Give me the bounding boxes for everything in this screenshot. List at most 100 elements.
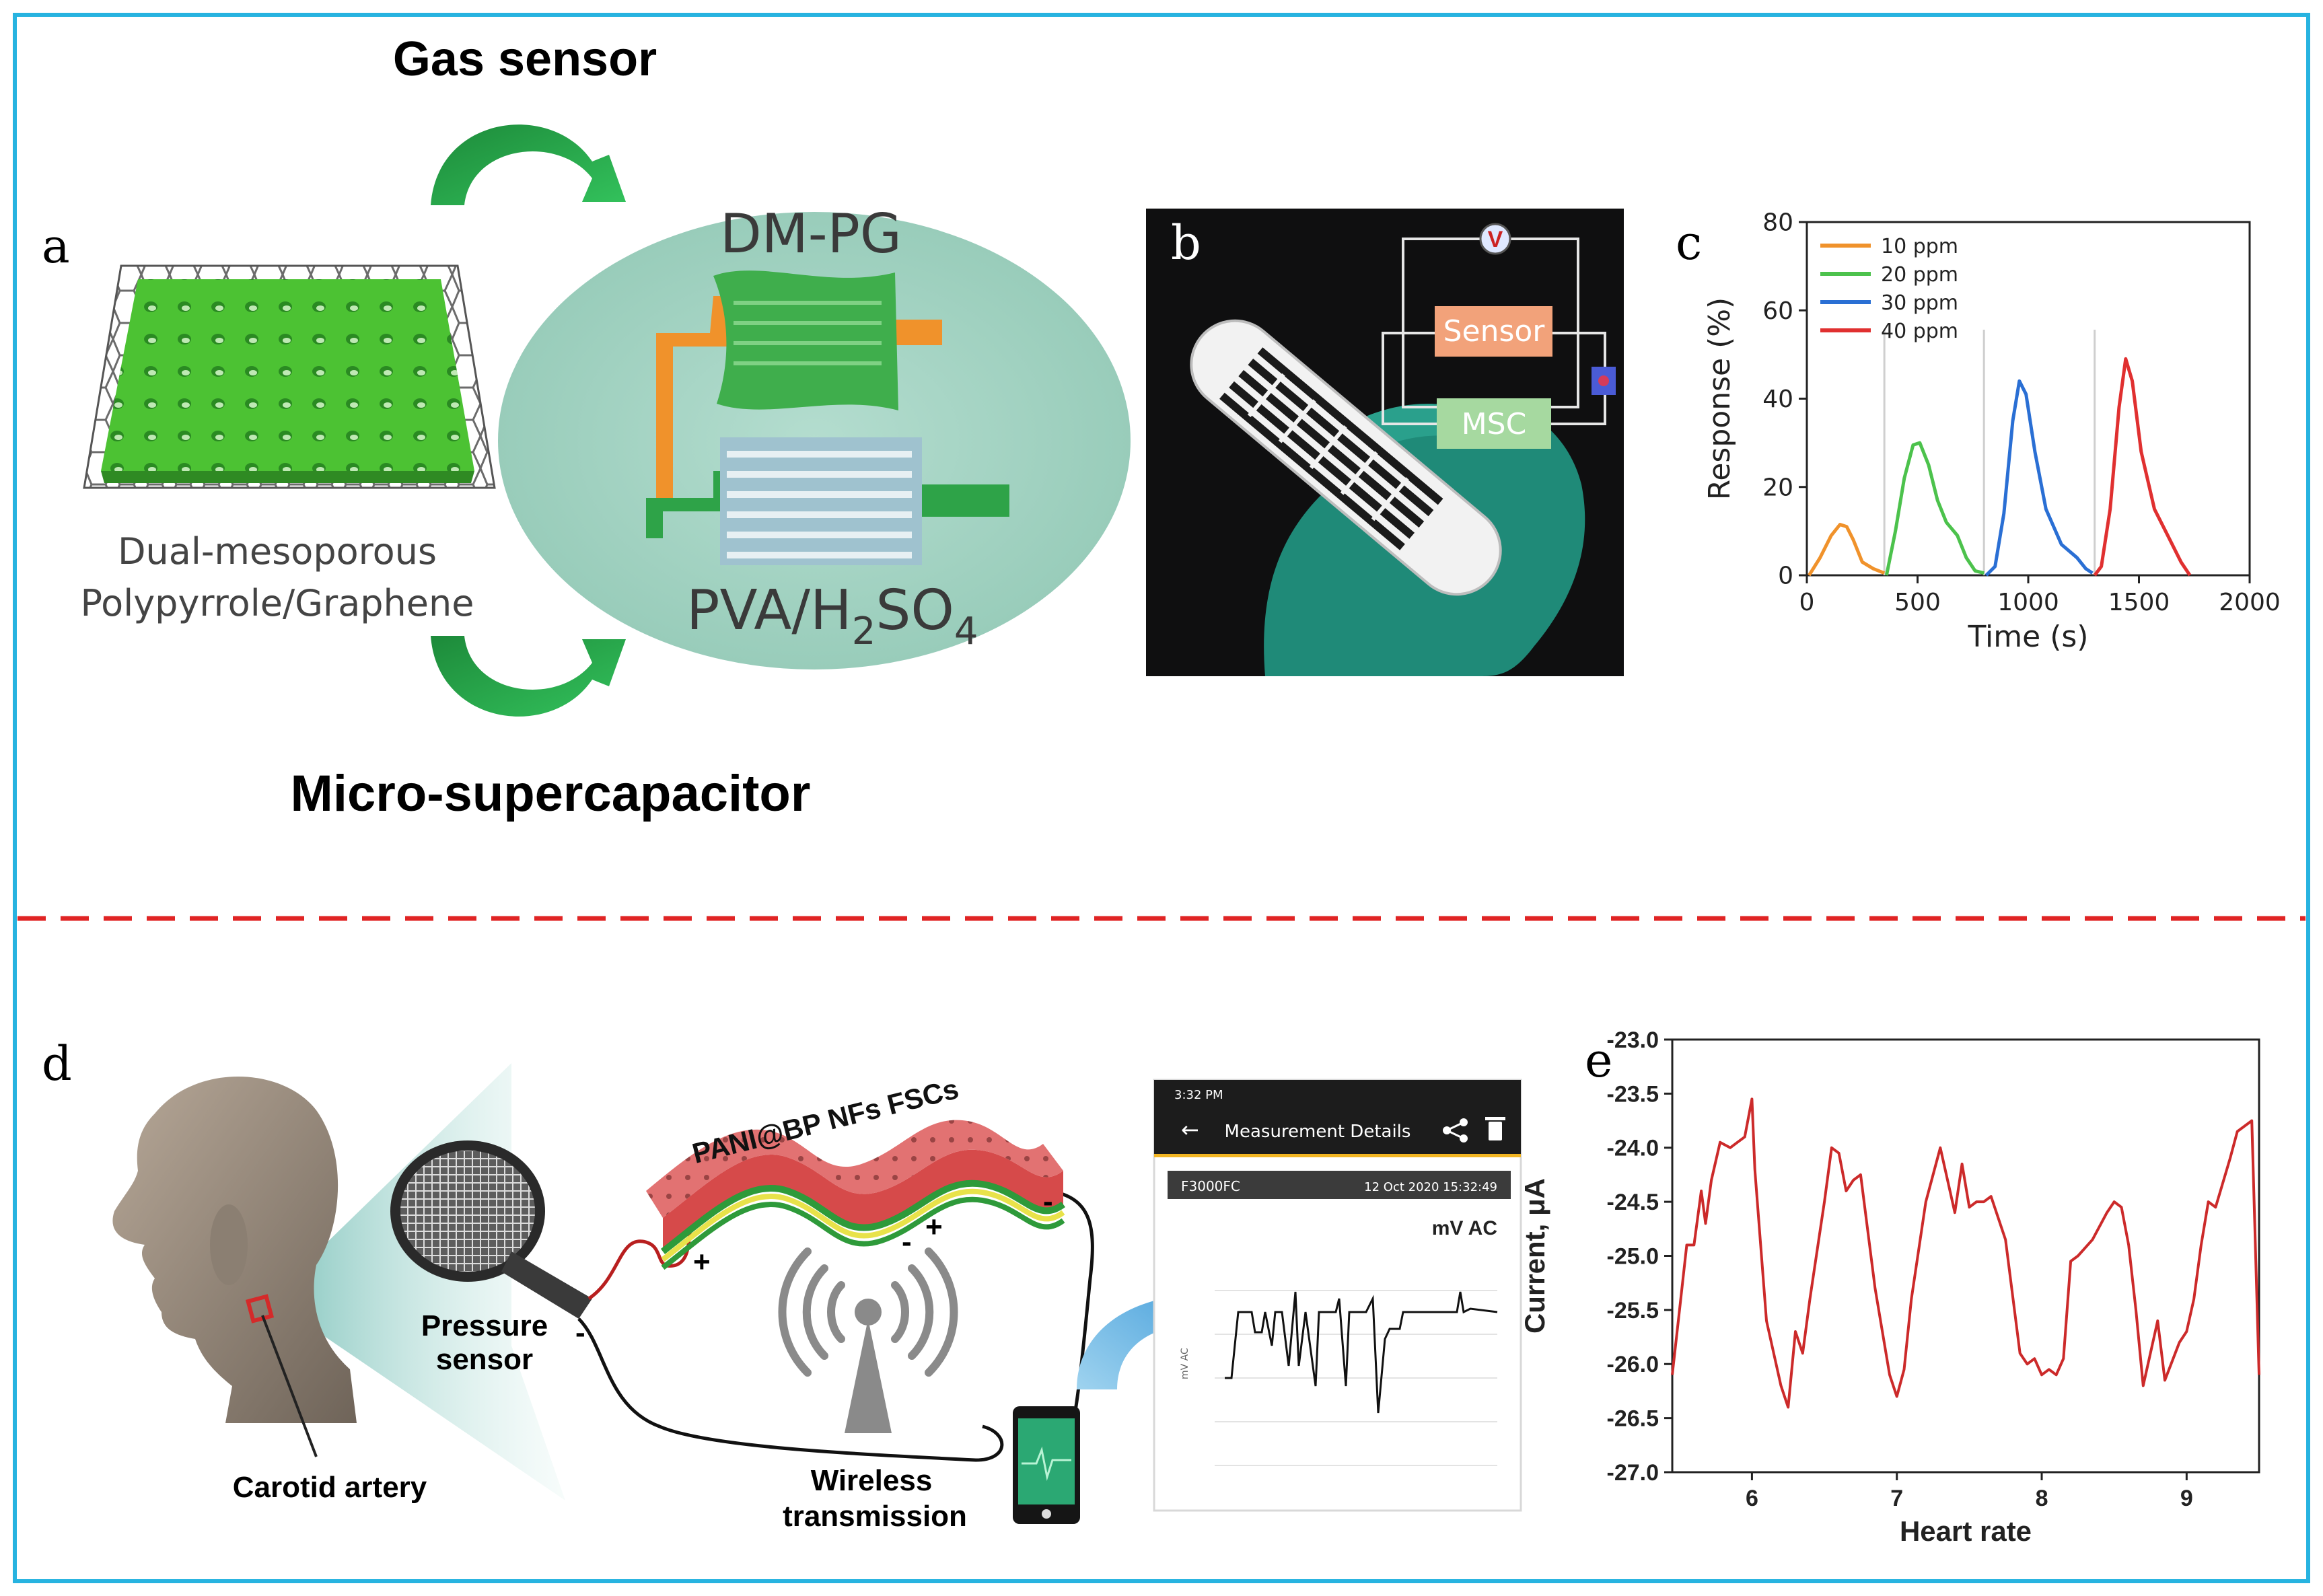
screen-waveform	[1225, 1291, 1498, 1414]
plus-sign-1: +	[693, 1245, 711, 1278]
wireless-antenna-icon	[778, 1247, 958, 1377]
panel-b: V Sensor MSC b	[1146, 209, 1624, 676]
top-curved-arrow-icon	[431, 124, 626, 205]
x-tick-label: 500	[1894, 589, 1941, 616]
legend-entry: 30 ppm	[1881, 291, 1958, 315]
negative-wire	[577, 1317, 1004, 1462]
minus-sign-2: -	[1043, 1185, 1053, 1218]
panel-label-a: a	[42, 219, 70, 274]
panel-label-d: d	[42, 1036, 72, 1091]
y-axis-label: Current, μA	[1519, 1178, 1550, 1334]
app-screenshot: 3:32 PM ← Measurement Details F3000FC 12…	[1153, 1079, 1522, 1512]
human-head-illustration	[112, 1077, 357, 1457]
pressure-label-line2: sensor	[436, 1343, 533, 1376]
msc-label: MSC	[1462, 407, 1527, 441]
dmpg-film	[713, 270, 898, 410]
dmpg-label: DM-PG	[720, 203, 902, 265]
status-bar	[1154, 1080, 1521, 1107]
y-tick-label: -25.0	[1607, 1243, 1659, 1269]
voltmeter-label: V	[1488, 227, 1503, 252]
electrolyte-label: PVA/H2SO4	[686, 579, 978, 653]
x-tick-label: 9	[2180, 1486, 2193, 1511]
y-tick-label: -26.5	[1607, 1406, 1659, 1432]
legend-entry: 10 ppm	[1881, 235, 1958, 258]
panel-a: a Gas sensor Micro-supercapacitor Dual-m…	[42, 32, 1131, 822]
plus-sign-2: +	[925, 1210, 943, 1243]
y-tick-label: 80	[1762, 209, 1793, 237]
wireless-label-line1: Wireless	[811, 1464, 933, 1497]
y-tick-label: -25.5	[1607, 1298, 1659, 1323]
y-tick-label: -24.5	[1607, 1190, 1659, 1215]
device-id: F3000FC	[1181, 1178, 1240, 1194]
x-axis-label: Heart rate	[1900, 1515, 2032, 1547]
minus-sign-1: -	[902, 1225, 912, 1258]
screen-title: Measurement Details	[1225, 1122, 1411, 1142]
sensor-label: Sensor	[1443, 314, 1546, 349]
series-line	[1985, 379, 2094, 577]
pressure-label-line1: Pressure	[421, 1309, 548, 1342]
y-axis-label: Response (%)	[1703, 297, 1737, 500]
x-tick-label: 8	[2036, 1486, 2048, 1511]
y-tick-label: -23.5	[1607, 1081, 1659, 1107]
green-lead	[646, 471, 730, 538]
outer-frame	[13, 13, 2310, 1583]
antenna-tower	[845, 1319, 892, 1433]
msc-box	[1437, 398, 1551, 449]
series-line	[1808, 523, 1886, 577]
x-tick-label: 2000	[2219, 589, 2281, 616]
device-bar	[1168, 1171, 1511, 1199]
material-label-line1: Dual-mesoporous	[118, 530, 437, 573]
x-tick-label: 0	[1799, 589, 1815, 616]
pressure-sensor-illustration	[390, 1140, 592, 1319]
flexible-tube	[1190, 319, 1502, 596]
y-tick-label: 40	[1762, 386, 1793, 413]
status-time: 3:32 PM	[1174, 1088, 1223, 1102]
panel-e: e 6 7 8 9 -23.0 -23.5 -24.0 -24.5 -25.0 -25.5 -26.…	[1519, 1027, 2260, 1547]
electrolyte-layer	[720, 437, 922, 565]
share-icon[interactable]	[1443, 1118, 1468, 1142]
gas-sensor-title: Gas sensor	[393, 32, 657, 86]
y-tick-label: 0	[1778, 563, 1793, 590]
back-arrow-icon[interactable]: ←	[1181, 1117, 1199, 1142]
x-tick-label: 6	[1746, 1486, 1758, 1511]
x-tick-label: 1000	[1997, 589, 2059, 616]
orange-tab	[895, 320, 942, 345]
smartphone-icon	[1013, 1406, 1080, 1524]
bottom-curved-arrow-icon	[431, 636, 626, 717]
y-tick-label: -23.0	[1607, 1027, 1659, 1053]
y-tick-label: -26.0	[1607, 1352, 1659, 1377]
minus-sign-3: -	[575, 1316, 585, 1349]
micro-supercapacitor-title: Micro-supercapacitor	[291, 765, 811, 822]
y-tick-label: -24.0	[1607, 1136, 1659, 1161]
voltmeter-icon	[1479, 223, 1511, 255]
header-accent	[1154, 1154, 1521, 1157]
device-timestamp: 12 Oct 2020 15:32:49	[1364, 1180, 1497, 1194]
y-tick-label: 20	[1762, 474, 1793, 501]
unit-label: mV AC	[1432, 1217, 1497, 1239]
circuit-overlay: V Sensor MSC	[1382, 223, 1616, 449]
material-label-line2: Polypyrrole/Graphene	[81, 582, 474, 624]
legend-entry: 40 ppm	[1881, 320, 1958, 343]
flexible-supercapacitor-stack	[646, 1120, 1065, 1270]
carotid-label: Carotid artery	[233, 1471, 427, 1504]
series-line	[1671, 1097, 2260, 1409]
y-tick-label: 60	[1762, 297, 1793, 325]
panel-d: d Carotid artery Pressure sensor	[42, 1036, 1522, 1533]
orange-lead	[656, 296, 727, 471]
series-line	[2093, 357, 2192, 577]
green-tab	[915, 484, 1009, 517]
panel-label-e: e	[1585, 1033, 1612, 1088]
panel-label-c: c	[1676, 215, 1702, 270]
y-tick-label: -27.0	[1607, 1460, 1659, 1486]
app-header[interactable]	[1154, 1107, 1521, 1154]
legend-entry: 20 ppm	[1881, 263, 1958, 287]
trash-icon[interactable]	[1485, 1117, 1505, 1140]
screen-ylabel: mV AC	[1180, 1348, 1190, 1379]
x-axis-label: Time (s)	[1968, 620, 2089, 654]
x-tick-label: 7	[1890, 1486, 1903, 1511]
wireless-label-line2: transmission	[783, 1500, 967, 1533]
x-tick-label: 1500	[2108, 589, 2170, 616]
